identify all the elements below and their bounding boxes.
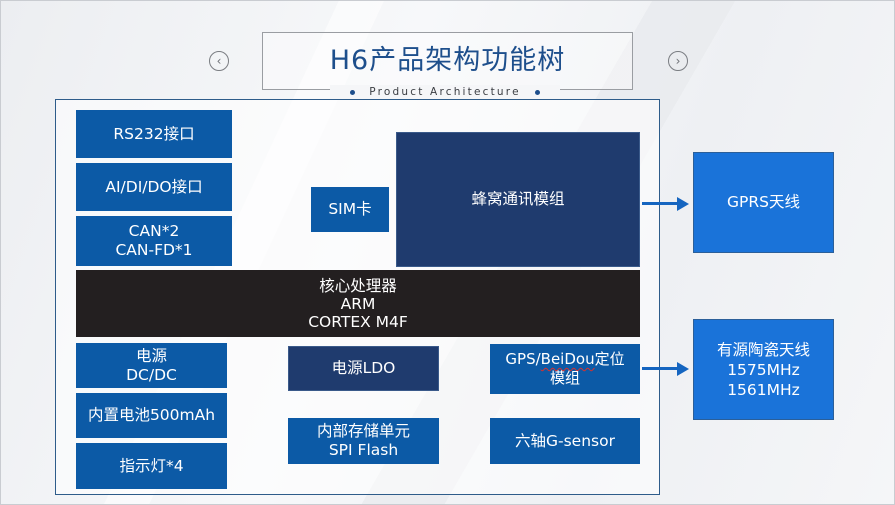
ceramic-label-line3: 1561MHz — [727, 380, 800, 399]
sim-label: SIM卡 — [328, 200, 372, 218]
subtitle-bar: Product Architecture — [330, 85, 560, 99]
gnss-arrow-head-icon — [677, 361, 689, 376]
gnss-module-block: GPS/BeiDou定位 模组 — [490, 344, 640, 394]
gsensor-label: 六轴G-sensor — [515, 431, 615, 450]
power-label-line1: 电源 — [135, 346, 167, 365]
gprs-antenna-label: GPRS天线 — [727, 193, 800, 211]
cellular-module-block: 蜂窝通讯模组 — [396, 132, 640, 267]
gsensor-block: 六轴G-sensor — [490, 418, 640, 464]
ceramic-antenna-block: 有源陶瓷天线 1575MHz 1561MHz — [693, 319, 834, 420]
subtitle-dot-right — [534, 89, 540, 95]
can-label-line1: CAN*2 — [128, 222, 180, 240]
sim-card-block: SIM卡 — [311, 187, 389, 232]
power-ldo-block: 电源LDO — [288, 346, 439, 391]
ldo-label: 电源LDO — [331, 359, 396, 377]
battery-block: 内置电池500mAh — [76, 393, 227, 438]
previous-slide-icon[interactable]: ‹ — [209, 51, 229, 71]
cellular-to-antenna-arrow — [642, 202, 678, 205]
io-label: AI/DI/DO接口 — [105, 177, 203, 196]
io-interface-block: AI/DI/DO接口 — [76, 163, 232, 211]
storage-label-line2: SPI Flash — [328, 441, 399, 459]
page-title: H6产品架构功能树 — [329, 45, 566, 76]
gprs-antenna-block: GPRS天线 — [693, 152, 834, 253]
cellular-arrow-head-icon — [677, 196, 689, 211]
ceramic-label-line1: 有源陶瓷天线 — [716, 340, 810, 359]
battery-label: 内置电池500mAh — [87, 406, 216, 424]
gnss-prefix: GPS/ — [505, 350, 541, 368]
ceramic-label-line2: 1575MHz — [727, 360, 800, 379]
gnss-to-antenna-arrow — [642, 367, 678, 370]
gnss-beidou: BeiDou — [540, 350, 595, 368]
cellular-label: 蜂窝通讯模组 — [471, 190, 565, 208]
can-interface-block: CAN*2 CAN-FD*1 — [76, 216, 232, 266]
cpu-label-line1: 核心处理器 — [319, 276, 397, 295]
storage-block: 内部存储单元 SPI Flash — [288, 418, 439, 464]
page-subtitle: Product Architecture — [369, 86, 521, 98]
subtitle-dot-left — [350, 89, 356, 95]
power-dcdc-block: 电源 DC/DC — [76, 343, 227, 388]
indicator-block: 指示灯*4 — [76, 443, 227, 489]
gnss-suffix: 定位 — [594, 350, 625, 368]
cpu-label-line2: ARM — [340, 294, 376, 313]
rs232-label: RS232接口 — [113, 124, 195, 143]
indicator-label: 指示灯*4 — [119, 456, 184, 475]
cpu-label-line3: CORTEX M4F — [308, 312, 408, 331]
power-label-line2: DC/DC — [126, 365, 177, 384]
core-processor-block: 核心处理器 ARM CORTEX M4F — [76, 270, 640, 337]
next-slide-icon[interactable]: › — [668, 51, 688, 71]
storage-label-line1: 内部存储单元 — [316, 422, 410, 440]
gnss-label-line1: GPS/BeiDou定位 — [505, 350, 624, 369]
gnss-label-line2: 模组 — [549, 369, 580, 387]
can-label-line2: CAN-FD*1 — [115, 241, 193, 259]
rs232-interface-block: RS232接口 — [76, 110, 232, 158]
title-frame — [262, 32, 633, 90]
